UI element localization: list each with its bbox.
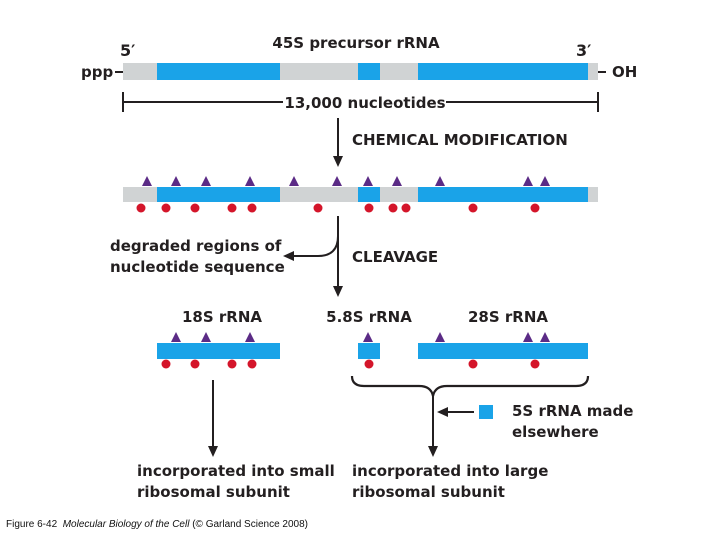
modification-dot <box>190 359 200 369</box>
precursor-strand <box>123 63 598 80</box>
small-subunit-line1: incorporated into small <box>137 462 335 480</box>
degraded-label-line1: degraded regions of <box>110 237 282 255</box>
segment-28s <box>418 63 588 80</box>
modification-dot <box>364 359 374 369</box>
label-28s: 28S rRNA <box>468 308 548 326</box>
mature-18s <box>157 343 280 359</box>
modification-markers <box>136 176 550 213</box>
label-58s: 5.8S rRNA <box>326 308 412 326</box>
segment-18s <box>157 187 280 202</box>
figure-number: Figure 6-42 <box>6 519 58 530</box>
mature-28s <box>418 343 588 359</box>
modified-strand <box>123 187 598 202</box>
methyl-marker <box>363 176 373 186</box>
methyl-marker <box>523 332 533 342</box>
modification-dot <box>227 203 237 213</box>
copyright-credit: (© Garland Science 2008) <box>192 519 308 530</box>
segment-58s <box>358 63 380 80</box>
mature-strands <box>157 343 588 359</box>
methyl-marker <box>392 176 402 186</box>
triphosphate-label: ppp <box>81 63 113 81</box>
methyl-marker <box>435 176 445 186</box>
modification-dot <box>190 203 200 213</box>
modification-dot <box>401 203 411 213</box>
methyl-marker <box>289 176 299 186</box>
methyl-marker <box>523 176 533 186</box>
modification-dot <box>364 203 374 213</box>
segment-18s <box>157 63 280 80</box>
precursor-title: 45S precursor rRNA <box>272 34 440 52</box>
length-bracket <box>122 92 599 112</box>
modification-dot <box>227 359 237 369</box>
modification-dot <box>247 203 257 213</box>
five-prime-label: 5′ <box>120 41 135 60</box>
segment-58s <box>358 187 380 202</box>
figure-caption: Figure 6-42 Molecular Biology of the Cel… <box>6 519 308 530</box>
small-subunit-arrow <box>208 380 218 457</box>
segment-28s <box>418 187 588 202</box>
modification-dot <box>468 359 478 369</box>
methyl-marker <box>540 332 550 342</box>
large-subunit-arrow <box>428 396 438 457</box>
modification-dot <box>161 203 171 213</box>
modification-dot <box>313 203 323 213</box>
modification-dot <box>136 203 146 213</box>
methyl-marker <box>435 332 445 342</box>
modification-arrow <box>333 118 343 167</box>
length-label: 13,000 nucleotides <box>284 94 445 112</box>
five-s-arrow <box>437 407 474 417</box>
five-s-square <box>479 405 493 419</box>
small-subunit-line2: ribosomal subunit <box>137 483 290 501</box>
product-markers <box>161 332 550 369</box>
cleavage-arrow <box>283 216 343 297</box>
large-subunit-line1: incorporated into large <box>352 462 548 480</box>
modification-dot <box>530 359 540 369</box>
cleavage-label: CLEAVAGE <box>352 248 438 266</box>
methyl-marker <box>540 176 550 186</box>
degraded-label-line2: nucleotide sequence <box>110 258 285 276</box>
methyl-marker <box>201 176 211 186</box>
methyl-marker <box>363 332 373 342</box>
methyl-marker <box>201 332 211 342</box>
large-subunit-line2: ribosomal subunit <box>352 483 505 501</box>
modification-dot <box>468 203 478 213</box>
three-prime-label: 3′ <box>576 41 591 60</box>
modification-dot <box>161 359 171 369</box>
five-s-label-line2: elsewhere <box>512 423 599 441</box>
modification-dot <box>530 203 540 213</box>
methyl-marker <box>245 332 255 342</box>
hydroxyl-label: OH <box>612 63 637 81</box>
methyl-marker <box>245 176 255 186</box>
modification-label: CHEMICAL MODIFICATION <box>352 131 568 149</box>
mature-58s <box>358 343 380 359</box>
modification-dot <box>247 359 257 369</box>
book-title: Molecular Biology of the Cell <box>62 519 190 530</box>
five-s-label-line1: 5S rRNA made <box>512 402 633 420</box>
modification-dot <box>388 203 398 213</box>
methyl-marker <box>171 332 181 342</box>
methyl-marker <box>142 176 152 186</box>
label-18s: 18S rRNA <box>182 308 262 326</box>
methyl-marker <box>332 176 342 186</box>
methyl-marker <box>171 176 181 186</box>
large-subunit-brace <box>350 375 590 397</box>
